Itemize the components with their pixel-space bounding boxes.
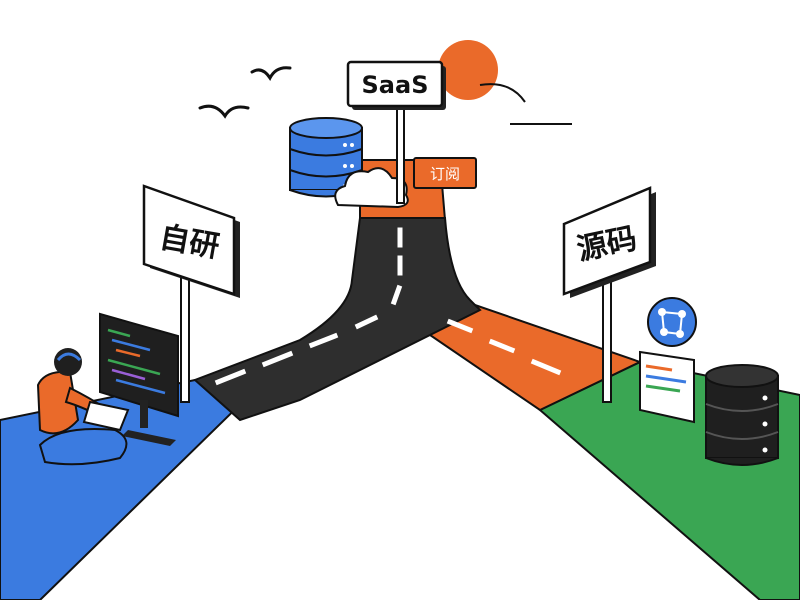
subscription-tag-label: 订阅 — [430, 165, 460, 183]
road-dashes — [214, 227, 562, 386]
cloud-icon — [334, 167, 409, 209]
network-graph-icon — [647, 297, 697, 347]
saas-sign: SaaS — [346, 60, 446, 110]
database-icon — [705, 364, 779, 466]
saas-sign-label: SaaS — [362, 71, 429, 99]
road — [193, 217, 482, 422]
bird-icon — [198, 104, 250, 119]
saas-sign-post — [396, 107, 405, 204]
hill-line — [479, 83, 526, 103]
database-icon — [289, 117, 363, 198]
left-sign: 自研 — [142, 184, 240, 298]
code-monitor-icon — [99, 312, 179, 446]
document-card-icon — [639, 350, 695, 424]
sun-icon — [438, 40, 498, 100]
developer-person-icon — [36, 348, 130, 466]
left-sign-post — [180, 271, 190, 403]
bird-icon — [250, 66, 292, 81]
subscription-tag: 订阅 — [413, 157, 477, 189]
right-sign-post — [602, 279, 612, 403]
right-sign: 源码 — [562, 186, 656, 298]
